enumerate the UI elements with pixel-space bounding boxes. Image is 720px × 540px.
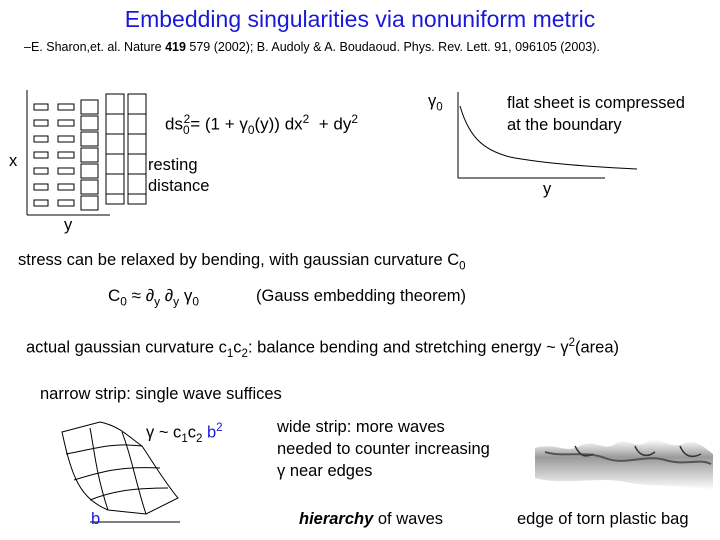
gamma-axis-label: γ0 (428, 92, 443, 114)
grid-cell (80, 179, 99, 195)
grid-cell (80, 195, 99, 211)
grid-cell (33, 119, 49, 127)
grid-cell (80, 147, 99, 163)
resting-label: resting (148, 156, 198, 174)
hierarchy-caption: hierarchy of waves (299, 510, 443, 528)
grid-cell (33, 167, 49, 175)
grid-cell (57, 119, 75, 127)
gamma-note-line2: at the boundary (507, 116, 622, 134)
torn-bag-image (535, 439, 713, 490)
grid-cell (57, 199, 75, 207)
distance-label: distance (148, 177, 210, 195)
wide-strip-line1: wide strip: more waves (277, 418, 445, 436)
grid-y-label: y (64, 216, 73, 234)
scaling-relation: γ ~ c1c2 b2 (146, 422, 223, 445)
wide-strip-line2: needed to counter increasing (277, 440, 490, 458)
gamma-plot-x-label: y (543, 180, 552, 198)
gauss-theorem: (Gauss embedding theorem) (256, 287, 467, 305)
page-title: Embedding singularities via nonuniform m… (124, 6, 596, 32)
grid-cell (80, 131, 99, 147)
grid-cell (57, 151, 75, 159)
gamma-note-line1: flat sheet is compressed (507, 94, 685, 112)
reference-line: –E. Sharon,et. al. Nature 419 579 (2002)… (24, 40, 600, 54)
grid-cell (33, 135, 49, 143)
actual-curvature-line: actual gaussian curvature c1c2: balance … (26, 337, 620, 360)
strip-sketch (61, 421, 180, 523)
grid-cell (80, 99, 99, 115)
strip-b-label: b (91, 510, 101, 528)
wide-strip-line3: γ near edges (277, 462, 373, 480)
metric-equation: ds02= (1 + γ0(y)) dx2 + dy2 (165, 112, 358, 138)
grid-cell (33, 151, 49, 159)
grid-cell (57, 183, 75, 191)
grid-cell (33, 183, 49, 191)
gamma-curve (459, 105, 638, 170)
gauss-equation: C0 ≈ ∂y ∂y γ0 (108, 286, 199, 309)
grid-cell (80, 163, 99, 179)
grid-cell (80, 115, 99, 131)
narrow-strip-text: narrow strip: single wave suffices (40, 385, 282, 403)
grid-cell (57, 103, 75, 111)
grid-cell (57, 135, 75, 143)
bag-caption: edge of torn plastic bag (517, 510, 689, 528)
stress-line: stress can be relaxed by bending, with g… (18, 251, 466, 273)
gamma-plot (457, 92, 638, 179)
grid-cell (33, 103, 49, 111)
grid-diagram (26, 90, 147, 216)
grid-cell (57, 167, 75, 175)
grid-x-label: x (9, 152, 18, 170)
grid-cell (33, 199, 49, 207)
